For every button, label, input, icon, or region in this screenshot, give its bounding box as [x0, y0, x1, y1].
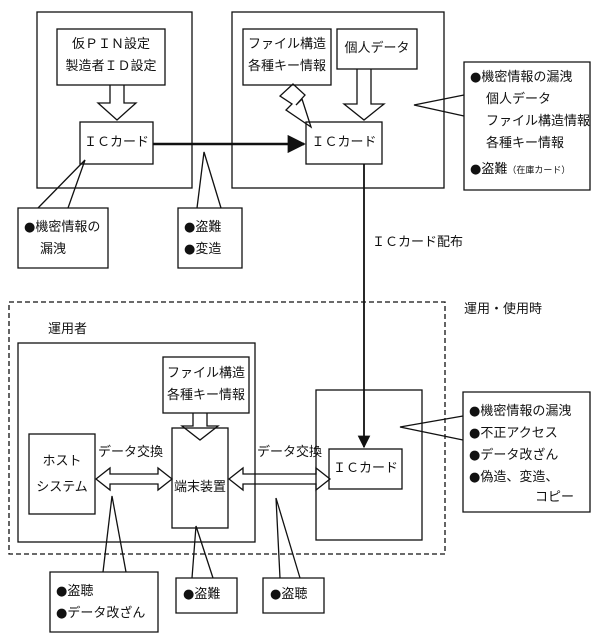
right-bottom-callout	[462, 391, 591, 513]
right-bottom-line5: コピー	[535, 490, 575, 505]
setup-down-arrow	[96, 85, 138, 121]
user-card-label: ＩＣカード	[332, 461, 398, 476]
right-top-callout	[463, 61, 591, 191]
theft-line: ●盗難	[184, 220, 222, 235]
bottom-left-callout	[49, 571, 159, 633]
right-bottom-line4: ●偽造、変造、	[469, 470, 559, 485]
file-diag-arrow	[278, 83, 313, 129]
issuer-frame	[231, 11, 445, 189]
operator-file-box	[162, 356, 250, 414]
leak-line2: 漏洩	[40, 242, 67, 257]
issuer-personal-box	[336, 28, 418, 70]
issuer-file-line2: 各種キー情報	[247, 59, 326, 74]
operator-frame	[17, 342, 256, 543]
exchange-arrow-2	[227, 466, 332, 492]
right-top-line2: 個人データ	[486, 92, 552, 107]
bottom-right-line: ●盗聴	[270, 587, 308, 602]
setup-input-box	[56, 28, 166, 86]
right-bottom-line2: ●不正アクセス	[469, 426, 558, 441]
host-line2: システム	[36, 480, 88, 495]
bottom-mid-callout	[175, 577, 238, 614]
exchange-label-1: データ交換	[98, 445, 164, 460]
right-top-line4: 各種キー情報	[486, 136, 565, 151]
terminal-label: 端末装置	[173, 480, 226, 495]
issuer-file-box	[242, 28, 332, 86]
issuer-card-box	[305, 121, 383, 165]
issuer-card-label: ＩＣカード	[311, 135, 377, 150]
bottom-left-line2: ●データ改ざん	[56, 606, 146, 621]
setup-frame	[36, 11, 193, 189]
alter-line: ●変造	[184, 242, 222, 257]
operation-frame	[8, 301, 446, 555]
right-bottom-line3: ●データ改ざん	[469, 448, 559, 463]
setup-input-line1: 仮ＰＩＮ設定	[71, 37, 150, 52]
bottom-left-line1: ●盗聴	[56, 584, 94, 599]
right-top-line3: ファイル構造情報	[486, 114, 591, 129]
right-top-line5: ●盗難（在庫カード）	[470, 160, 570, 181]
operator-file-line1: ファイル構造	[166, 366, 245, 381]
operator-file-arrow	[180, 413, 220, 441]
exchange-arrow-1	[94, 466, 174, 492]
setup-card-label: ＩＣカード	[83, 135, 149, 150]
host-line1: ホスト	[42, 454, 82, 469]
right-top-line1: ●機密情報の漏洩	[470, 70, 573, 85]
issuer-file-line1: ファイル構造	[247, 37, 326, 52]
user-card-box	[328, 448, 403, 490]
operator-file-line2: 各種キー情報	[166, 388, 245, 403]
bottom-right-callout	[262, 577, 325, 614]
distribution-label: ＩＣカード配布	[372, 235, 464, 250]
right-bottom-line1: ●機密情報の漏洩	[469, 404, 572, 419]
right-top-note: （在庫カード）	[507, 166, 571, 176]
personal-down-arrow	[342, 69, 386, 121]
bottom-mid-line: ●盗難	[183, 587, 221, 602]
user-frame	[315, 389, 423, 541]
leak-callout	[17, 207, 109, 269]
issuer-personal-label: 個人データ	[344, 41, 410, 56]
operation-label: 運用・使用時	[464, 302, 543, 317]
exchange-label-2: データ交換	[257, 445, 323, 460]
host-box	[28, 433, 96, 515]
terminal-box	[171, 427, 229, 529]
setup-input-line2: 製造者ＩＤ設定	[65, 59, 157, 74]
leak-line1: ●機密情報の	[24, 220, 101, 235]
right-top-theft: ●盗難	[470, 162, 508, 177]
operator-title: 運用者	[48, 322, 88, 337]
